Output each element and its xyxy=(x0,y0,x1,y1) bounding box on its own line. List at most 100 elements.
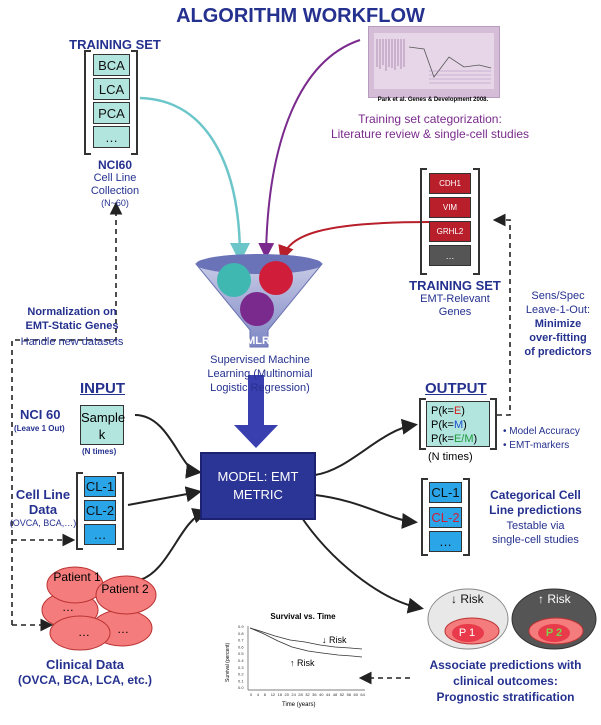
risk-low-label: ↓ Risk xyxy=(451,592,484,606)
survival-title: Survival vs. Time xyxy=(270,612,336,621)
nci60-sub2: Collection xyxy=(90,185,140,197)
survival-xtick: 56 xyxy=(347,692,352,697)
output-cell-bracket-left xyxy=(421,478,428,556)
training-item-more: … xyxy=(93,126,130,148)
purple-curve xyxy=(258,39,361,259)
model-box: MODEL: EMT METRIC xyxy=(200,452,316,520)
survival-xtick: 64 xyxy=(360,692,365,697)
associate-line1: Associate predictions with xyxy=(429,658,582,672)
risk-p2: P 2 xyxy=(545,627,563,639)
survival-xtick: 48 xyxy=(333,692,338,697)
training-item-lca: LCA xyxy=(93,78,130,100)
survival-xtick: 0 xyxy=(250,692,253,697)
gene-item-cdh1: CDH1 xyxy=(429,173,471,194)
patient-dots-2: … xyxy=(78,625,90,639)
patient-2-label: Patient 2 xyxy=(101,582,149,596)
gene-item-more: … xyxy=(429,245,471,266)
input-cell-label1: Cell Line xyxy=(15,487,71,502)
survival-xtick: 20 xyxy=(285,692,290,697)
red-curve xyxy=(278,221,431,262)
survival-ytick: 0.3 xyxy=(238,665,244,670)
training-item-bca: BCA xyxy=(93,54,130,76)
input-cell-bracket-left xyxy=(76,472,83,550)
input-cell-bracket-right xyxy=(117,472,124,550)
output-prob-bracket-left xyxy=(419,398,426,450)
survival-xtick: 16 xyxy=(278,692,283,697)
output-bullet1: • Model Accuracy xyxy=(503,426,580,437)
output-cat2: Line predictions xyxy=(489,503,582,517)
input-cell-item-2: CL-2 xyxy=(84,500,116,521)
associate-line2: clinical outcomes: xyxy=(453,674,558,688)
mlr-label: MLR xyxy=(246,335,270,347)
survival-ylabel: Survival (percent) xyxy=(225,642,231,682)
output-cell-bracket-right xyxy=(463,478,470,556)
survival-xtick: 4 xyxy=(257,692,260,697)
survival-xlabel: Time (years) xyxy=(282,702,315,708)
survival-xtick: 28 xyxy=(298,692,303,697)
output-bullet2: • EMT-markers xyxy=(503,440,570,451)
validation-line4: over-fitting xyxy=(529,332,587,344)
model-line2: METRIC xyxy=(233,487,283,502)
model-line1: MODEL: EMT xyxy=(217,469,299,484)
prob-e: P(k=E) xyxy=(431,405,465,417)
red-ball xyxy=(259,261,293,295)
input-ntimes: (N times) xyxy=(82,447,117,456)
survival-ytick: 0.8 xyxy=(238,631,244,636)
input-sample-line1: Sample xyxy=(81,410,126,425)
associate-line3: Prognostic stratification xyxy=(436,690,575,704)
training-set-bracket-left xyxy=(84,50,91,155)
output-cell-item-2: CL-2 xyxy=(429,507,462,528)
survival-high-label: ↑ Risk xyxy=(290,658,315,668)
training-set-bracket-right xyxy=(131,50,138,155)
training-set-heading: TRAINING SET xyxy=(69,37,161,52)
output-cell-item-more: … xyxy=(429,531,462,552)
output-prob-bracket-right xyxy=(490,398,497,450)
output-cell-item-1: CL-1 xyxy=(429,482,462,503)
page-title: ALGORITHM WORKFLOW xyxy=(176,5,425,27)
survival-ytick: 0.9 xyxy=(238,624,244,629)
input-sample-box: Sample k xyxy=(80,405,126,445)
survival-xtick: 52 xyxy=(340,692,345,697)
mlr-desc2: Learning (Multinomial xyxy=(207,368,313,380)
output-prob-box: P(k=E) P(k=M) P(k=E/M) xyxy=(426,401,490,447)
risk-high-label: ↑ Risk xyxy=(538,592,571,606)
risk-p1: P 1 xyxy=(458,627,476,639)
survival-ytick: 0.0 xyxy=(238,685,244,690)
survival-ytick: 0.1 xyxy=(238,678,244,683)
validation-line3: Minimize xyxy=(534,318,582,330)
normalization-loop xyxy=(11,201,123,625)
gene-set-heading: TRAINING SET xyxy=(409,278,501,293)
input-nci-label: NCI 60 xyxy=(20,407,61,422)
patient-dots-3: … xyxy=(117,622,129,636)
literature-line2: Literature review & single-cell studies xyxy=(330,127,530,141)
survival-low-risk-curve xyxy=(249,627,363,650)
input-nci-sub: (Leave 1 Out) xyxy=(14,424,65,433)
patient-cluster xyxy=(41,566,157,651)
mlr-desc1: Supervised Machine xyxy=(210,354,310,366)
survival-ytick: 0.4 xyxy=(238,658,244,663)
output-heading: OUTPUT xyxy=(425,380,487,397)
gene-set-bracket-right xyxy=(473,168,480,275)
training-item-pca: PCA xyxy=(93,102,130,124)
patient-dots-1: … xyxy=(62,600,74,614)
nci60-n: (N~60) xyxy=(101,198,129,208)
survival-xtick: 44 xyxy=(326,692,331,697)
clinical-label1: Clinical Data xyxy=(45,657,125,672)
input-cell-label2: Data xyxy=(28,502,58,517)
risk-ovals xyxy=(427,588,597,650)
nci60-title: NCI60 xyxy=(97,158,132,172)
gene-item-grhl2: GRHL2 xyxy=(429,221,471,242)
survival-ytick: 0.6 xyxy=(238,644,244,649)
normalization-line2: EMT-Static Genes xyxy=(25,320,119,332)
survival-xtick: 40 xyxy=(319,692,324,697)
survival-ytick: 0.7 xyxy=(238,638,244,643)
output-cat1: Categorical Cell xyxy=(490,488,581,502)
output-cat4: single-cell studies xyxy=(492,534,579,546)
input-cell-item-more: … xyxy=(84,524,116,545)
output-ntimes: (N times) xyxy=(428,451,473,463)
survival-ytick: 0.2 xyxy=(238,672,244,677)
model-down-arrow xyxy=(234,375,278,448)
clinical-label2: (OVCA, BCA, LCA, etc.) xyxy=(17,673,152,687)
